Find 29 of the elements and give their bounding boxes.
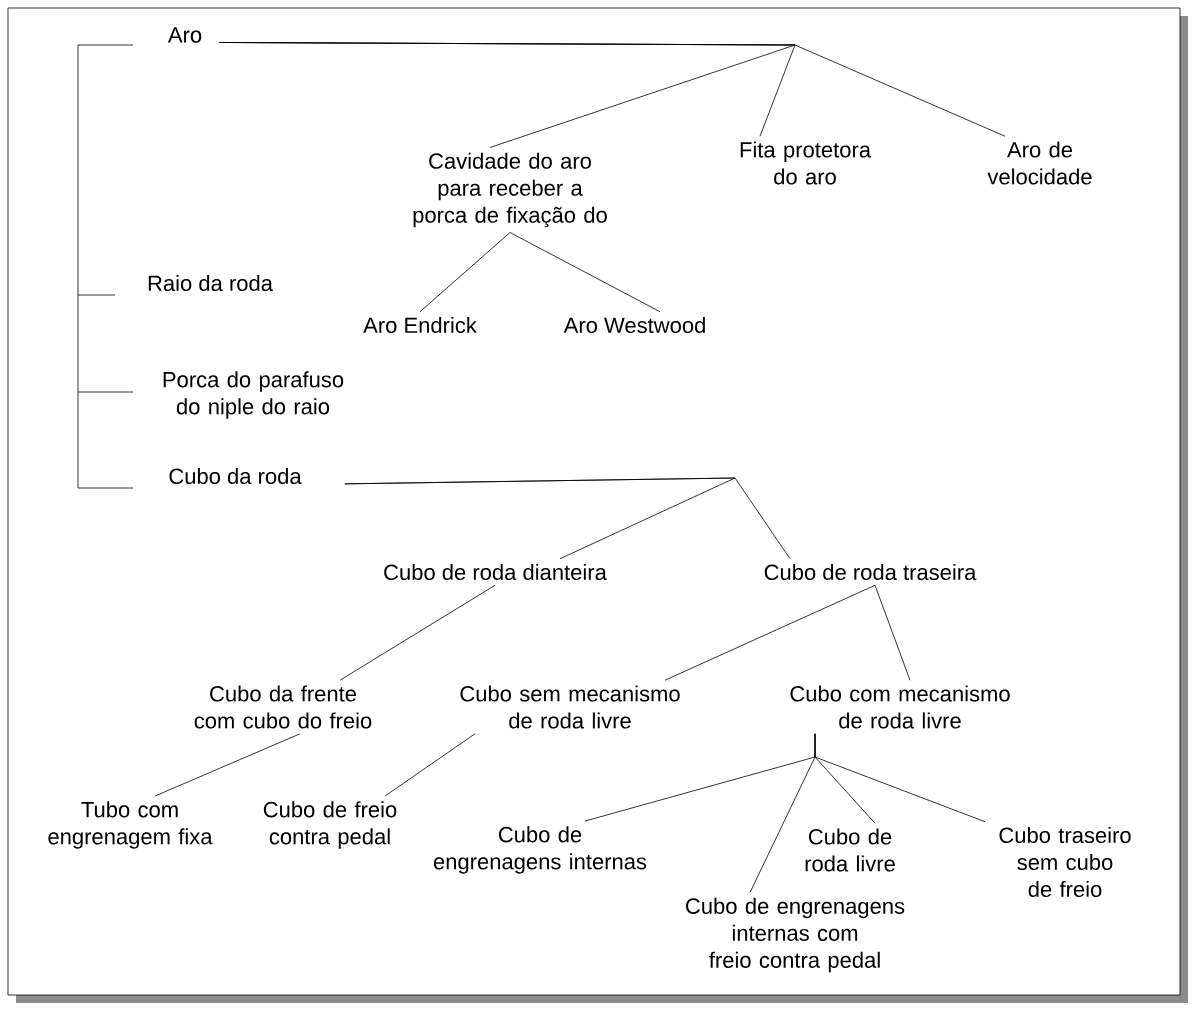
connector-line (509, 232, 661, 313)
node-label: Cubo da frente com cubo do freio (194, 685, 372, 729)
node-label: Aro Endrick (363, 316, 477, 334)
connector-line (814, 733, 986, 823)
connector-line (664, 584, 876, 681)
node-label: Cavidade do aro para receber a porca de fixação do (413, 152, 607, 228)
node-label: Cubo de roda traseira (764, 563, 977, 581)
node-label: Raio da roda (148, 274, 273, 292)
node-label: Aro (167, 27, 202, 43)
node-label: Aro Westwood (563, 316, 705, 334)
node-label: Tubo com engrenagem fixa (48, 801, 213, 849)
node-label: Cubo sem mecanismo de roda livre (460, 685, 680, 729)
connector-line (218, 42, 1006, 137)
node-label: Cubo traseiro sem cubo de freio (999, 826, 1131, 898)
connector-line (339, 584, 496, 681)
connector-line (384, 733, 476, 797)
connector-line (154, 733, 301, 797)
node-label: Cubo de engrenagens internas com freio contra pedal (686, 897, 905, 973)
node-label: Cubo de roda dianteira (384, 563, 607, 581)
node-label: Cubo da roda (169, 467, 302, 485)
node-label: Aro de velocidade (987, 141, 1092, 185)
node-label: Cubo de engrenagens internas (433, 826, 647, 874)
node-label: Cubo de roda livre (805, 828, 895, 872)
connector-line (419, 232, 511, 313)
node-label: Cubo com mecanismo de roda livre (790, 685, 1010, 729)
connector-line (874, 584, 911, 681)
node-label: Fita protetora do aro (740, 141, 871, 185)
node-label: Porca do parafuso do niple do raio (163, 371, 344, 419)
node-label: Cubo de freio contra pedal (263, 801, 397, 849)
